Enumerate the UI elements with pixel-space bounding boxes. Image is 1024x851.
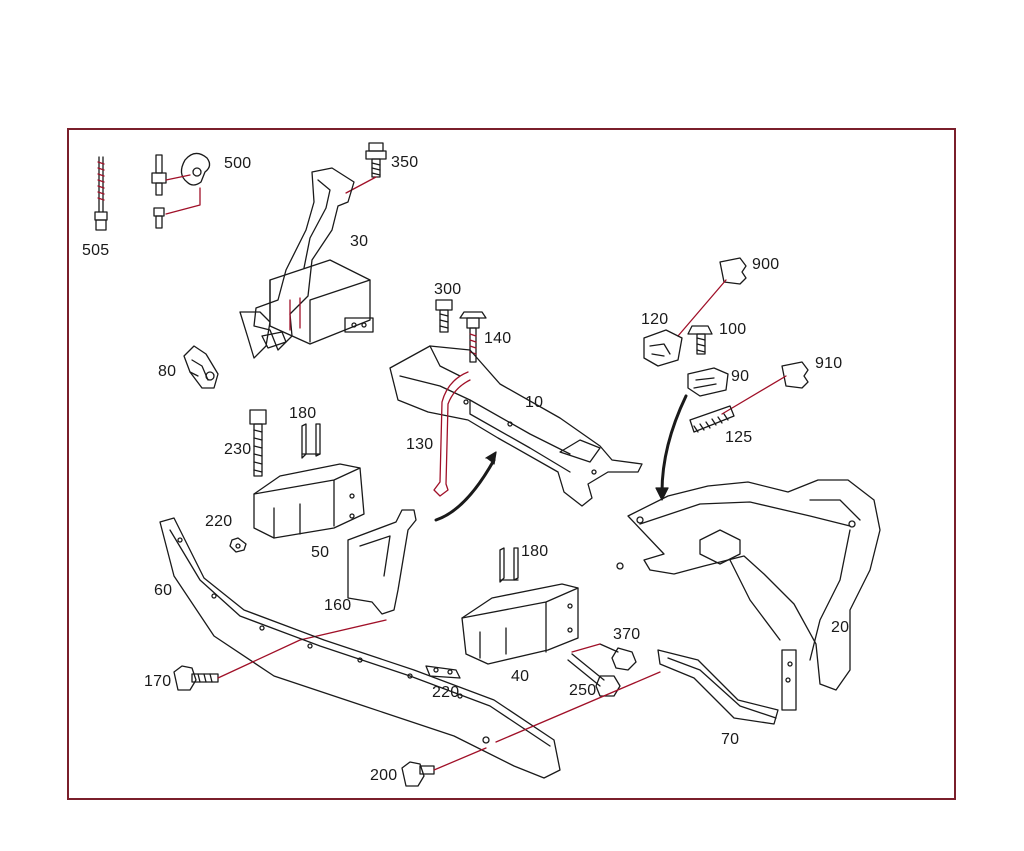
part-180-clip-upper (302, 424, 320, 458)
part-170-bolt (174, 640, 300, 690)
label-90: 90 (731, 368, 750, 385)
part-160-bracket (300, 510, 416, 640)
part-500-kit (152, 153, 210, 228)
label-200: 200 (370, 767, 398, 784)
diagram-frame (67, 128, 956, 800)
label-140: 140 (484, 330, 512, 347)
part-90-latch (688, 368, 728, 396)
label-220-left: 220 (205, 513, 233, 530)
part-50-bracket (254, 464, 364, 538)
label-505: 505 (82, 242, 110, 259)
part-20-frame (617, 480, 880, 710)
label-300: 300 (434, 281, 462, 298)
part-250-bolt (568, 654, 620, 696)
part-140-bolt (460, 312, 486, 362)
arrow-to-20 (656, 396, 686, 500)
part-230-bolt (250, 410, 266, 476)
part-200-bolt (402, 748, 486, 786)
label-500: 500 (224, 155, 252, 172)
label-80: 80 (158, 363, 177, 380)
label-350: 350 (391, 154, 419, 171)
label-180-upper: 180 (289, 405, 317, 422)
part-60-beam (160, 518, 560, 778)
part-130-rod (434, 372, 496, 520)
label-130: 130 (406, 436, 434, 453)
part-70-bracket (496, 650, 778, 742)
label-20: 20 (831, 619, 850, 636)
label-60: 60 (154, 582, 173, 599)
label-40: 40 (511, 668, 530, 685)
label-250: 250 (569, 682, 597, 699)
part-900-cap (678, 258, 746, 336)
label-120: 120 (641, 311, 669, 328)
label-370: 370 (613, 626, 641, 643)
label-30: 30 (350, 233, 369, 250)
part-120-latch (644, 330, 682, 366)
label-180-lower: 180 (521, 543, 549, 560)
label-900: 900 (752, 256, 780, 273)
label-160: 160 (324, 597, 352, 614)
part-40-bracket (462, 584, 578, 664)
part-220-clip-left (230, 538, 246, 552)
part-10-crossmember (390, 346, 642, 506)
part-910-cap (722, 362, 808, 414)
part-350-bolt (346, 143, 386, 193)
label-100: 100 (719, 321, 747, 338)
part-125-strip (690, 406, 734, 432)
part-370-bolt (572, 644, 636, 670)
label-170: 170 (144, 673, 172, 690)
label-910: 910 (815, 355, 843, 372)
label-10: 10 (525, 394, 544, 411)
label-50: 50 (311, 544, 330, 561)
part-180-clip-lower (500, 548, 518, 582)
label-220-lower: 220 (432, 684, 460, 701)
part-505-bolt (95, 157, 107, 230)
part-220-clip-lower (426, 666, 460, 678)
label-125: 125 (725, 429, 753, 446)
label-70: 70 (721, 731, 740, 748)
part-80-clip (184, 346, 218, 388)
part-100-bolt (688, 326, 712, 354)
part-300-bolt (436, 300, 452, 332)
part-30-bracket (240, 168, 373, 358)
label-230: 230 (224, 441, 252, 458)
